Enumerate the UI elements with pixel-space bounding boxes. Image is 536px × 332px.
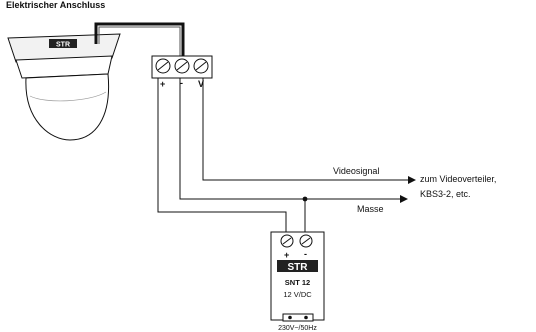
dome-camera: STR bbox=[7, 33, 121, 141]
terminal-plus-label: + bbox=[160, 79, 165, 89]
camera-brand-label: STR bbox=[56, 42, 70, 49]
psu-minus-label: - bbox=[304, 249, 307, 259]
video-signal-wire bbox=[202, 78, 408, 181]
screw-terminal-plus bbox=[155, 58, 171, 74]
video-signal-arrow bbox=[408, 176, 416, 184]
destination-line-2: KBS3-2, etc. bbox=[420, 189, 471, 199]
terminal-minus-label: - bbox=[180, 78, 183, 88]
terminal-video-label: V bbox=[198, 79, 204, 89]
psu-model-label: SNT 12 bbox=[285, 278, 310, 287]
video-signal-label: Videosignal bbox=[333, 166, 379, 176]
psu-mains-label: 230V~/50Hz bbox=[278, 325, 317, 332]
psu-screw-terminal-minus bbox=[299, 234, 313, 248]
screw-terminal-minus bbox=[174, 58, 190, 74]
plus-wire bbox=[157, 78, 287, 234]
power-supply-unit bbox=[270, 231, 325, 322]
camera-label-plate bbox=[49, 39, 77, 48]
psu-output-label: 12 V/DC bbox=[283, 290, 312, 299]
ground-label: Masse bbox=[357, 204, 384, 214]
terminal-block bbox=[151, 55, 213, 79]
psu-brand-label: STR bbox=[288, 262, 309, 273]
screw-terminal-video bbox=[193, 58, 209, 74]
psu-plus-label: + bbox=[284, 250, 289, 260]
psu-screw-terminal-plus bbox=[280, 234, 294, 248]
psu-brand-plate bbox=[277, 260, 318, 272]
camera-cable bbox=[94, 22, 185, 58]
diagram-heading: Elektrischer Anschluss bbox=[6, 0, 105, 10]
destination-line-1: zum Videoverteiler, bbox=[420, 174, 496, 184]
ground-wire bbox=[179, 78, 400, 200]
ground-arrow bbox=[400, 195, 408, 203]
